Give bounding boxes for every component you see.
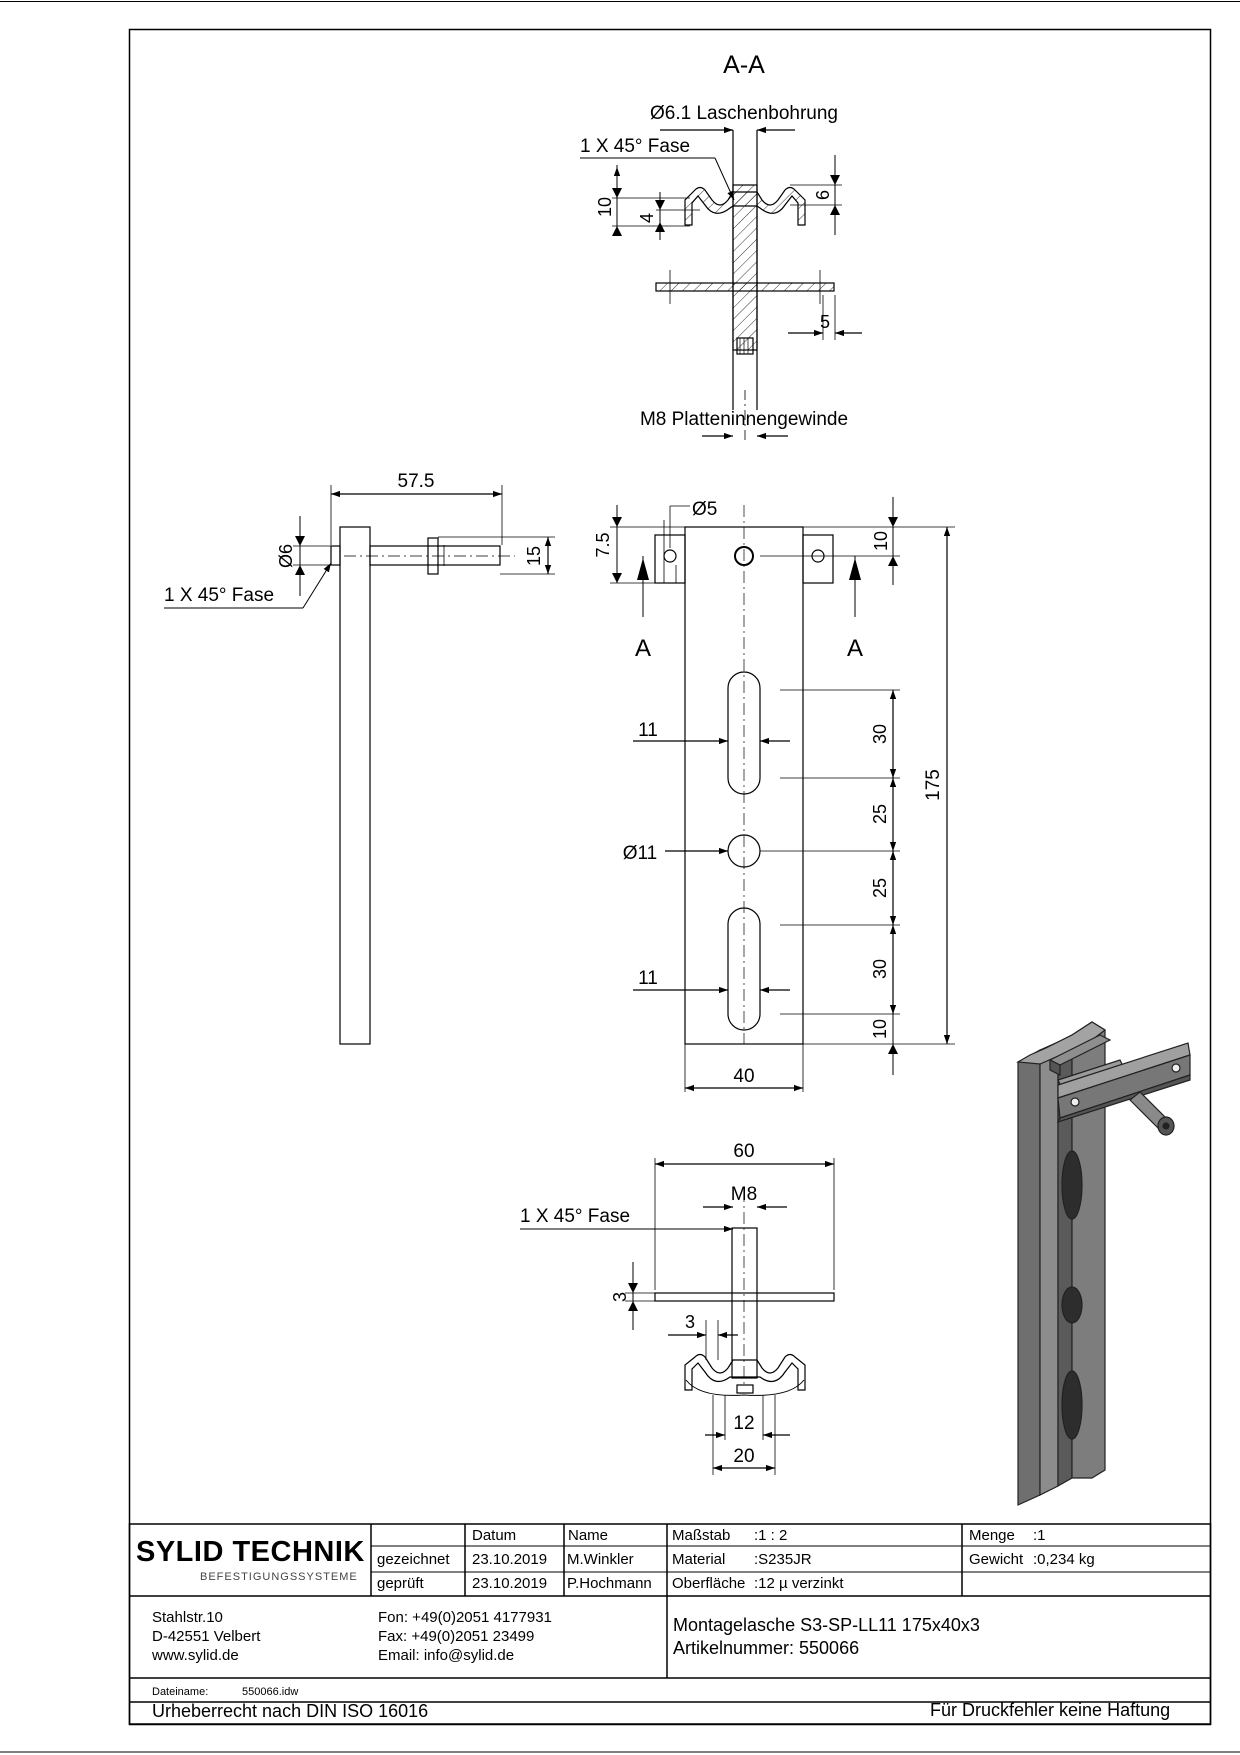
label-laschenbohrung: Ø6.1 Laschenbohrung (650, 103, 838, 124)
dim-30-upper: 30 (870, 724, 890, 744)
dim-dia11: Ø11 (623, 843, 658, 864)
section-label: A-A (723, 51, 765, 79)
drawing-title: Montagelasche S3-SP-LL11 175x40x3 (673, 1615, 980, 1635)
material-label: Material (672, 1551, 726, 1568)
filename-value: 550066.idw (242, 1686, 299, 1698)
material-value: :S235JR (754, 1551, 812, 1568)
address-street: Stahlstr.10 (152, 1609, 223, 1626)
title-block-grid (128, 1523, 1212, 1725)
dim-15: 15 (524, 546, 544, 566)
row-label-gezeichnet: gezeichnet (377, 1551, 450, 1568)
dim-m8: M8 (731, 1184, 757, 1205)
disclaimer-note: Für Druckfehler keine Haftung (930, 1700, 1171, 1720)
dim-25-upper: 25 (870, 804, 890, 824)
dim-30-lower: 30 (870, 959, 890, 979)
gezeichnet-name: M.Winkler (567, 1551, 634, 1568)
address-website: www.sylid.de (152, 1647, 239, 1664)
section-mark-left: A (635, 635, 651, 662)
front-view: A A 7.5 Ø5 10 175 (593, 497, 955, 1092)
section-view-a-a: A-A Ø6.1 Laschenbohrung 1 X 45° Fase 10 (580, 51, 862, 440)
dim-7-5: 7.5 (593, 532, 613, 557)
dim-11-upper: 11 (638, 720, 658, 741)
dim-10-bottom: 10 (870, 1019, 890, 1039)
dim-60: 60 (733, 1141, 754, 1162)
dim-3-vertical: 3 (610, 1292, 630, 1302)
column-header-name: Name (568, 1527, 609, 1544)
dim-3-horizontal: 3 (685, 1312, 695, 1332)
article-number: Artikelnummer: 550066 (673, 1638, 860, 1658)
dim-11-lower: 11 (638, 968, 658, 989)
dim-175: 175 (923, 769, 944, 801)
section-mark-right: A (847, 635, 863, 662)
column-header-datum: Datum (472, 1527, 517, 1544)
massstab-value: :1 : 2 (754, 1527, 788, 1544)
gewicht-label: Gewicht (969, 1551, 1024, 1568)
copyright-note: Urheberrecht nach DIN ISO 16016 (152, 1701, 429, 1721)
contact-fax: Fax: +49(0)2051 23499 (378, 1628, 535, 1645)
dim-4: 4 (637, 213, 657, 223)
dim-57-5: 57.5 (398, 471, 435, 492)
dim-dia6: Ø6 (276, 544, 296, 568)
side-view: 57.5 Ø6 15 1 X 45° Fase (164, 471, 555, 1045)
contact-phone: Fon: +49(0)2051 4177931 (378, 1609, 552, 1626)
label-fase-bottom: 1 X 45° Fase (520, 1206, 630, 1227)
dim-25-lower: 25 (870, 878, 890, 898)
dim-dia5: Ø5 (692, 499, 717, 520)
geprueft-name: P.Hochmann (567, 1575, 652, 1592)
geprueft-datum: 23.10.2019 (472, 1575, 548, 1592)
menge-value: :1 (1033, 1527, 1046, 1544)
contact-email: Email: info@sylid.de (378, 1647, 515, 1664)
dim-20: 20 (733, 1446, 754, 1467)
oberflaeche-value: :12 µ verzinkt (754, 1575, 844, 1592)
dim-10-top: 10 (595, 197, 615, 217)
label-fase-left: 1 X 45° Fase (164, 585, 274, 606)
row-label-geprueft: geprüft (377, 1575, 424, 1592)
oberflaeche-label: Oberfläche (672, 1575, 746, 1592)
address-city: D-42551 Velbert (152, 1628, 261, 1645)
filename-label: Dateiname: (152, 1686, 209, 1698)
gewicht-value: :0,234 kg (1033, 1551, 1095, 1568)
company-logo: SYLID TECHNIK (136, 1536, 365, 1568)
dim-10-right: 10 (871, 531, 891, 551)
menge-label: Menge (969, 1527, 1015, 1544)
gezeichnet-datum: 23.10.2019 (472, 1551, 548, 1568)
dim-12: 12 (733, 1413, 754, 1434)
top-view: 60 M8 1 X 45° Fase 3 3 12 20 (520, 1141, 835, 1475)
dim-5-top: 5 (820, 312, 830, 332)
dim-6-top: 6 (813, 190, 833, 200)
label-fase-top: 1 X 45° Fase (580, 136, 690, 157)
label-platteninnengewinde: M8 Platteninnengewinde (640, 409, 848, 430)
massstab-label: Maßstab (672, 1527, 731, 1544)
company-logo-subtitle: BEFESTIGUNGSSYSTEME (200, 1571, 358, 1583)
dim-40: 40 (733, 1066, 754, 1087)
isometric-part-render (1016, 1021, 1191, 1506)
